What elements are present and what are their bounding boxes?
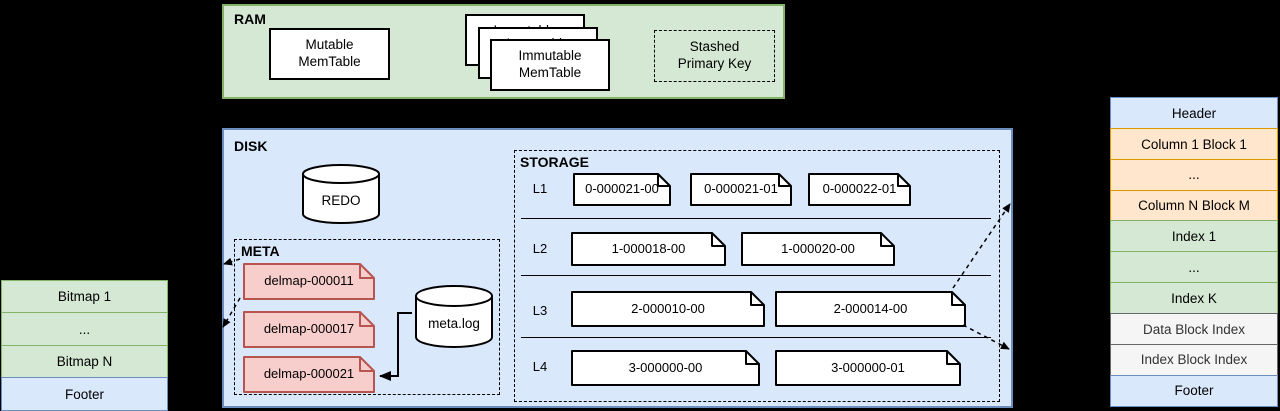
disk-box: DISK REDO META delmap-000011 delmap-0000…: [222, 128, 1013, 408]
sst-file: 1-000018-00: [571, 232, 726, 266]
sst-file-label: 1-000020-00: [781, 240, 855, 256]
sst-file-label: 1-000018-00: [611, 240, 686, 256]
disk-title: DISK: [234, 138, 268, 154]
sst-file-label: 0-000021-01: [704, 181, 778, 197]
delmap-file: delmap-000021: [243, 356, 375, 393]
sst-file: 1-000020-00: [741, 232, 895, 266]
table-row: Index Block Index: [1110, 343, 1278, 377]
sst-file-label: 0-000021-00: [585, 181, 659, 197]
table-row: Column N Block M: [1110, 189, 1278, 222]
level-label-l2: L2: [532, 241, 548, 256]
delmap-file-label: delmap-000021: [263, 366, 355, 382]
sst-file-label: 3-000000-01: [831, 359, 905, 375]
sst-file-label: 2-000010-00: [631, 300, 705, 316]
delmap-file: delmap-000017: [243, 311, 375, 348]
table-row: Footer: [1110, 374, 1278, 407]
ram-box: RAM Mutable MemTable Immutable MemTable …: [222, 4, 785, 99]
meta-log-cylinder: meta.log: [415, 285, 493, 348]
segment-file-layout-table: Header Column 1 Block 1 ... Column N Blo…: [1110, 97, 1278, 407]
meta-box: META delmap-000011 delmap-000017 delmap-…: [234, 239, 500, 395]
delmap-file-label: delmap-000017: [263, 321, 355, 337]
sst-file: 0-000021-00: [573, 173, 671, 206]
delmap-file-label: delmap-000011: [264, 273, 354, 289]
sst-file-label: 0-000022-01: [822, 181, 897, 197]
sst-file: 0-000022-01: [808, 173, 911, 206]
level-label-l4: L4: [532, 359, 548, 374]
sst-file: 2-000014-00: [775, 291, 966, 327]
table-row: Column 1 Block 1: [1110, 127, 1278, 161]
delmap-file: delmap-000011: [243, 263, 375, 300]
sst-file: 2-000010-00: [571, 291, 765, 327]
table-row: ...: [1, 312, 168, 347]
sst-file-label: 3-000000-00: [628, 359, 703, 375]
immutable-memtable-box-front: Immutable MemTable: [490, 39, 610, 91]
table-row: Header: [1110, 97, 1278, 130]
bitmap-file-layout-table: Bitmap 1 ... Bitmap N Footer: [1, 280, 168, 411]
table-row: Bitmap N: [1, 344, 168, 379]
table-row: Data Block Index: [1110, 312, 1278, 346]
sst-file-label: 2-000014-00: [833, 300, 908, 316]
meta-title: META: [241, 243, 280, 259]
redo-log-cylinder: REDO: [302, 164, 380, 224]
level-label-l1: L1: [532, 181, 548, 196]
table-row: Footer: [1, 377, 168, 411]
cylinder-icon: [415, 285, 493, 348]
ram-title: RAM: [234, 11, 266, 27]
level-divider: [521, 218, 991, 219]
cylinder-icon: [302, 164, 380, 224]
stashed-primary-key-box: Stashed Primary Key: [654, 30, 775, 82]
level-divider: [521, 275, 991, 276]
meta-log-label: meta.log: [428, 316, 480, 332]
redo-label: REDO: [321, 192, 361, 208]
sst-file: 0-000021-01: [690, 173, 792, 206]
level-divider: [521, 337, 991, 338]
sst-file: 3-000000-01: [775, 350, 961, 386]
table-row: Index 1: [1110, 220, 1278, 253]
table-row: ...: [1110, 251, 1278, 284]
sst-file: 3-000000-00: [571, 350, 760, 386]
mutable-memtable-box: Mutable MemTable: [269, 28, 390, 80]
level-label-l3: L3: [532, 303, 548, 318]
table-row: Index K: [1110, 282, 1278, 315]
table-row: ...: [1110, 158, 1278, 192]
storage-title: STORAGE: [520, 154, 589, 170]
storage-box: STORAGE L1 0-000021-00 0-000021-01 0-000…: [514, 150, 1000, 402]
table-row: Bitmap 1: [1, 280, 168, 314]
